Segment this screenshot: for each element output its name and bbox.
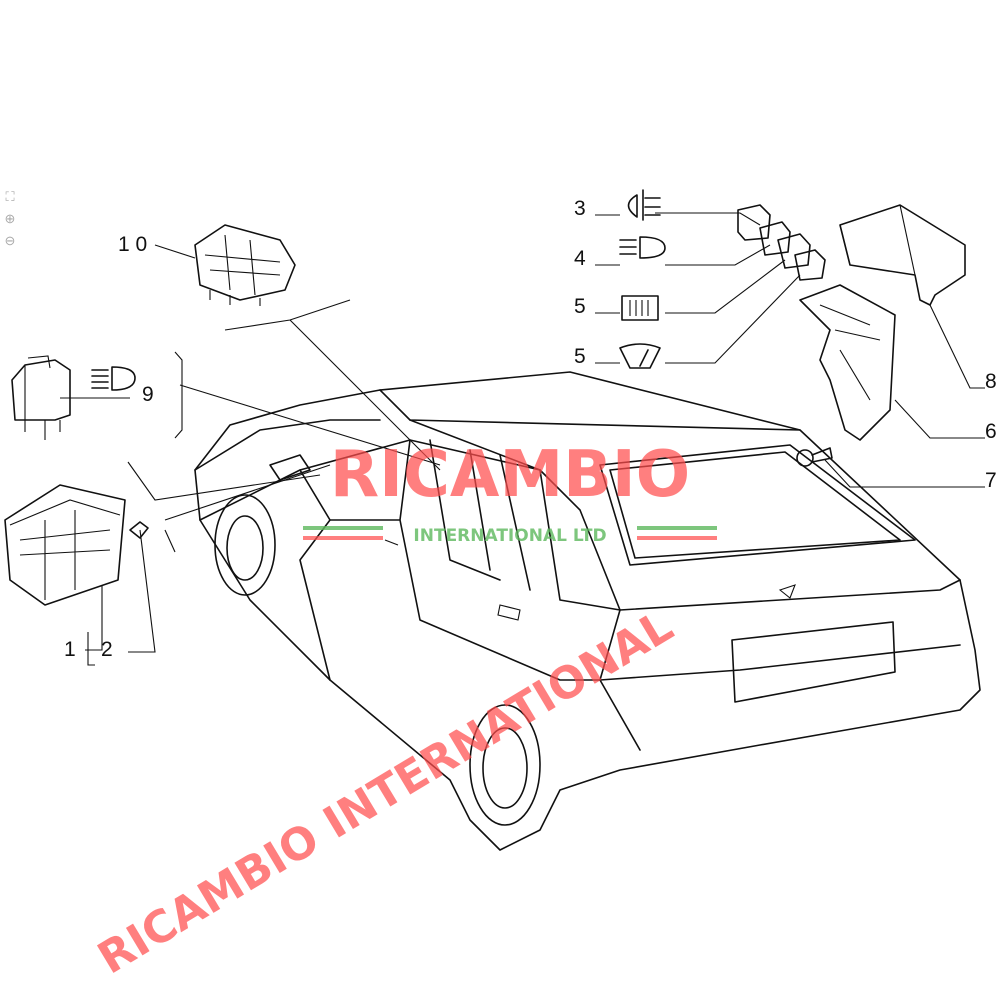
callout-7: 7 xyxy=(985,469,997,492)
callout-3: 3 xyxy=(574,197,586,220)
rear-window-defrost-icon xyxy=(621,295,659,321)
callout-8: 8 xyxy=(985,370,997,393)
callout-5b: 5 xyxy=(574,345,586,368)
part-3-4-5-relays xyxy=(737,204,826,281)
zoom-in-icon[interactable]: ⊕ xyxy=(4,211,16,226)
part-1-fusebox xyxy=(4,484,126,606)
watermark-diagonal: RICAMBIO INTERNATIONAL xyxy=(89,601,681,985)
part-10-connector xyxy=(194,224,296,306)
callout-1: 1 xyxy=(64,638,76,661)
part-7-screw xyxy=(796,447,833,467)
rear-fog-light-icon xyxy=(627,189,661,221)
part-2-fuse xyxy=(129,521,149,539)
watermark: RICAMBIO INTERNATIONAL RICAMBIO INTERNAT… xyxy=(89,438,717,984)
callout-4: 4 xyxy=(574,247,586,270)
high-beam-icon xyxy=(91,366,136,391)
callout-6: 6 xyxy=(985,420,997,443)
callout-labels: 1 0 9 1 2 3 4 5 5 8 6 7 xyxy=(64,197,997,661)
headlight-icon xyxy=(619,236,666,259)
car-outline xyxy=(194,371,981,851)
callout-2: 2 xyxy=(101,638,113,661)
part-8-cover xyxy=(839,204,966,306)
callout-10: 1 0 xyxy=(118,233,147,256)
leader-lines xyxy=(60,212,985,666)
callout-9: 9 xyxy=(142,383,154,406)
watermark-sub: INTERNATIONAL LTD xyxy=(413,526,606,546)
watermark-brand: RICAMBIO xyxy=(330,438,690,512)
part-6-bracket xyxy=(799,284,896,441)
part-9-relay xyxy=(11,355,71,440)
callout-5a: 5 xyxy=(574,295,586,318)
zoom-out-icon[interactable]: ⊖ xyxy=(4,233,16,248)
fit-screen-icon[interactable]: ⛶ xyxy=(5,189,15,204)
wiper-icon xyxy=(619,343,661,369)
